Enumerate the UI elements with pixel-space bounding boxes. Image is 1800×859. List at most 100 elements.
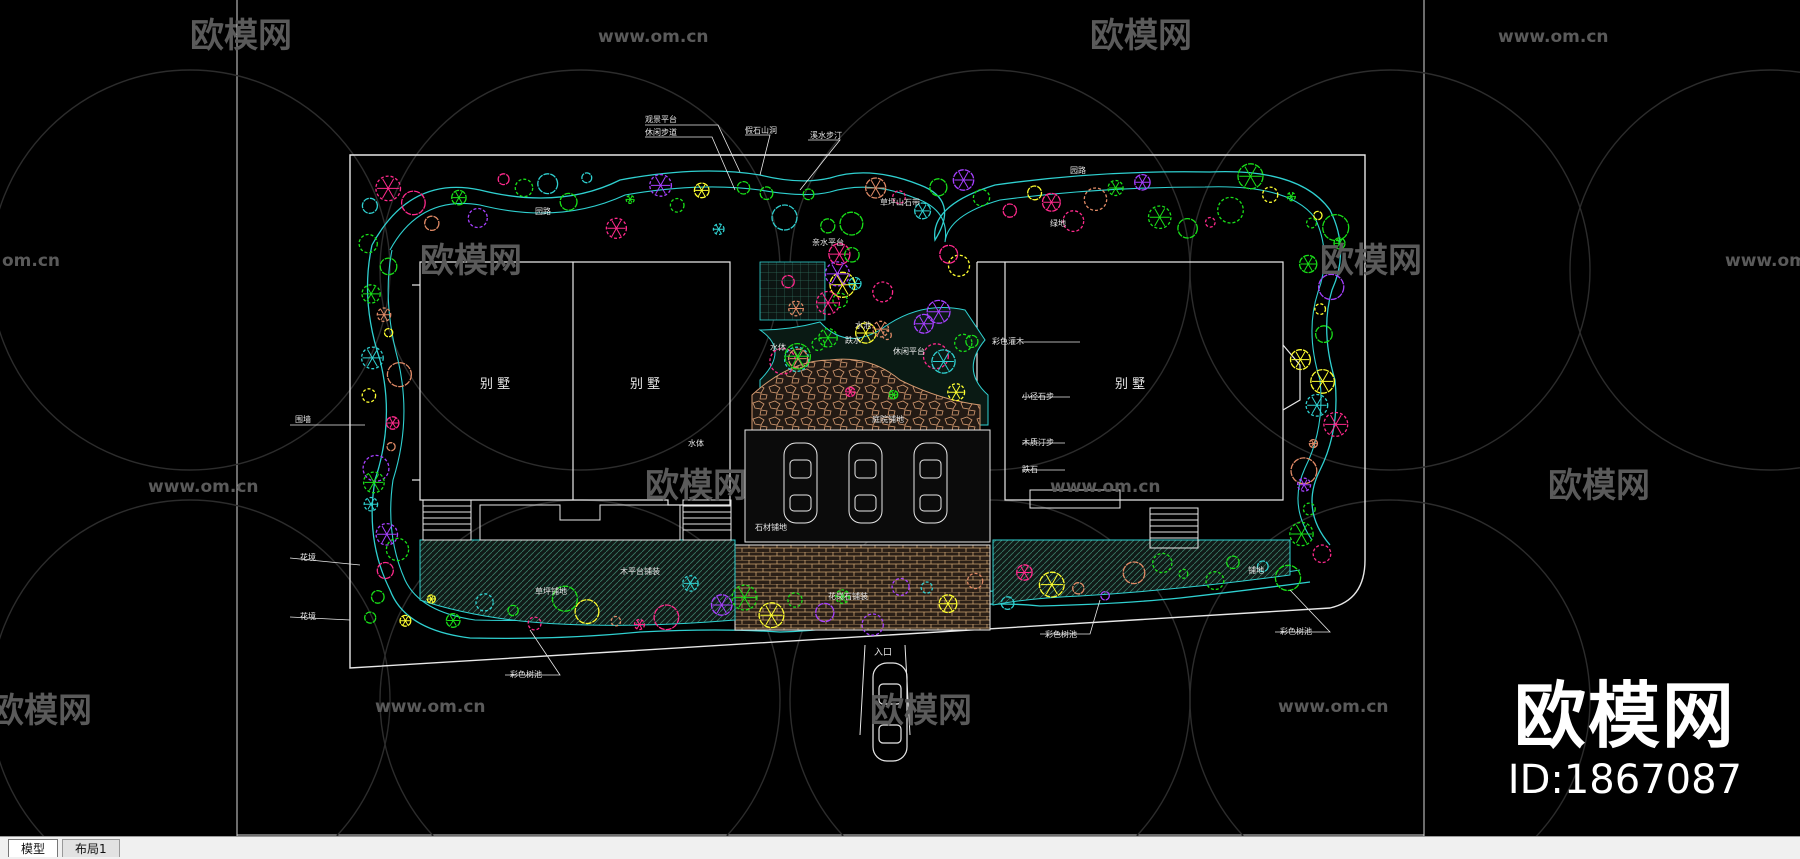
plant-symbol [787, 592, 803, 608]
label-wood-step: 木质汀步 [1022, 437, 1054, 447]
plant-symbol-spokes [1307, 396, 1327, 414]
watermark-brand-6: 欧模网 [1548, 466, 1650, 506]
plant-symbol [385, 537, 410, 562]
plant-symbol [848, 276, 862, 291]
plant-symbol-spokes [826, 264, 849, 284]
label-hydrophilic-platform: 亲水平台 [812, 237, 844, 247]
plant-symbol [939, 244, 959, 264]
plant-symbol [693, 182, 710, 199]
plant-symbol [865, 177, 887, 199]
plant-symbol-spokes [377, 178, 400, 199]
plant-symbol [467, 207, 488, 229]
plant-symbol-spokes [363, 286, 380, 302]
plant-symbol [926, 299, 951, 324]
plant-symbol [1038, 571, 1065, 598]
label-shrub-belt-3: 彩色树池 [1280, 626, 1312, 636]
plant-symbol [1147, 205, 1172, 230]
plant-symbol [1286, 191, 1296, 202]
plant-symbol [1226, 555, 1240, 570]
label-flower-border-1: 花境 [300, 552, 316, 562]
plant-symbol [376, 307, 392, 323]
plant-symbol-spokes [427, 595, 435, 603]
label-entrance: 入口 [874, 647, 892, 658]
label-leisure-trail: 休闲步道 [645, 127, 677, 137]
label-lawn-pave: 草坪铺地 [535, 586, 567, 596]
plant-symbol [649, 173, 673, 197]
plant-symbol [1296, 477, 1312, 492]
entry-steps [422, 489, 1199, 549]
watermark-brand-7: 欧模网 [0, 691, 92, 731]
plant-symbol [1289, 521, 1314, 547]
east-terrace-paving [992, 539, 1291, 606]
plant-symbol [914, 202, 932, 220]
id-badge: 欧模网 ID:1867087 [1508, 676, 1742, 804]
plant-symbol-spokes [915, 204, 930, 218]
plant-symbol [938, 594, 958, 614]
plant-symbol [1177, 217, 1198, 239]
plant-symbol [361, 388, 377, 403]
plant-symbol [364, 611, 377, 624]
label-leisure-platform: 休闲平台 [893, 346, 925, 356]
plant-symbol-spokes [760, 605, 783, 626]
plant-symbol [370, 589, 385, 604]
plant-symbol [872, 320, 890, 338]
plant-symbol [881, 330, 892, 341]
plant-symbol-spokes [1300, 257, 1316, 271]
plant-symbol [1062, 210, 1085, 233]
plant-symbol-spokes [846, 388, 855, 396]
plant-symbol [712, 223, 725, 236]
plant-symbol-spokes [713, 224, 724, 234]
cad-drawing-canvas[interactable]: 别 墅 别 墅 别 墅 观景平台 休闲步道 假石山洞 溪水步汀 草坪山石带 园路… [0, 0, 1800, 836]
plant-symbol-spokes [856, 324, 875, 342]
label-deck: 木平台铺装 [620, 566, 660, 576]
watermark-url-8: www.om.cn [1278, 697, 1389, 717]
plant-symbol-spokes [387, 417, 399, 429]
plant-symbol-spokes [789, 302, 803, 315]
garden-path-inner [389, 186, 1325, 541]
watermark-url-6: www.om.cn [1050, 477, 1161, 497]
plant-symbol-spokes [789, 350, 807, 367]
plant-symbol [784, 342, 812, 370]
label-shrub-edge: 彩色灌木 [992, 336, 1024, 346]
plant-symbol-spokes [634, 620, 644, 629]
plant-symbol-spokes [940, 596, 956, 611]
plant-symbol [669, 197, 685, 213]
west-terrace-paving [419, 539, 736, 626]
plant-symbol-spokes [1040, 574, 1063, 595]
plant-symbol [363, 496, 379, 512]
plant-symbol [1256, 560, 1269, 573]
plant-symbol [497, 173, 510, 186]
plant-symbol [820, 218, 836, 234]
plant-symbol [633, 618, 646, 631]
plant-symbol-spokes [928, 302, 949, 321]
model-space-viewport[interactable]: 别 墅 别 墅 别 墅 观景平台 休闲步道 假石山洞 溪水步汀 草坪山石带 园路… [0, 0, 1800, 836]
plant-symbol [424, 215, 440, 232]
plant-symbol-spokes [1291, 524, 1312, 544]
plant-symbol [891, 577, 910, 597]
plant-symbol-spokes [831, 274, 854, 295]
plant-symbol-spokes [915, 316, 933, 332]
plant-symbol-spokes [817, 293, 839, 313]
tab-model[interactable]: 模型 [8, 839, 59, 857]
plant-symbol [1305, 217, 1318, 229]
label-observation-deck: 观景平台 [645, 114, 677, 124]
plant-symbol [1333, 237, 1346, 250]
label-waterfall: 跌水 [845, 335, 861, 345]
plant-symbol [527, 616, 542, 631]
plant-symbol [358, 233, 378, 254]
plant-symbol [1107, 179, 1124, 197]
watermark-url-7: www.om.cn [375, 697, 486, 717]
plant-symbol [844, 246, 860, 263]
plant-symbol [574, 599, 600, 625]
villa-label-3: 别 墅 [1115, 377, 1145, 392]
tab-layout-1[interactable]: 布局1 [62, 839, 120, 857]
plant-symbol [759, 186, 774, 201]
garden-path-outer [371, 170, 1342, 546]
plant-symbol-spokes [1043, 195, 1060, 210]
plant-symbol [426, 594, 436, 604]
plant-symbol [783, 346, 810, 373]
leader-lines [289, 124, 1331, 676]
plant-symbol [802, 188, 815, 201]
plant-symbol [537, 173, 559, 195]
plant-symbol [855, 322, 877, 344]
